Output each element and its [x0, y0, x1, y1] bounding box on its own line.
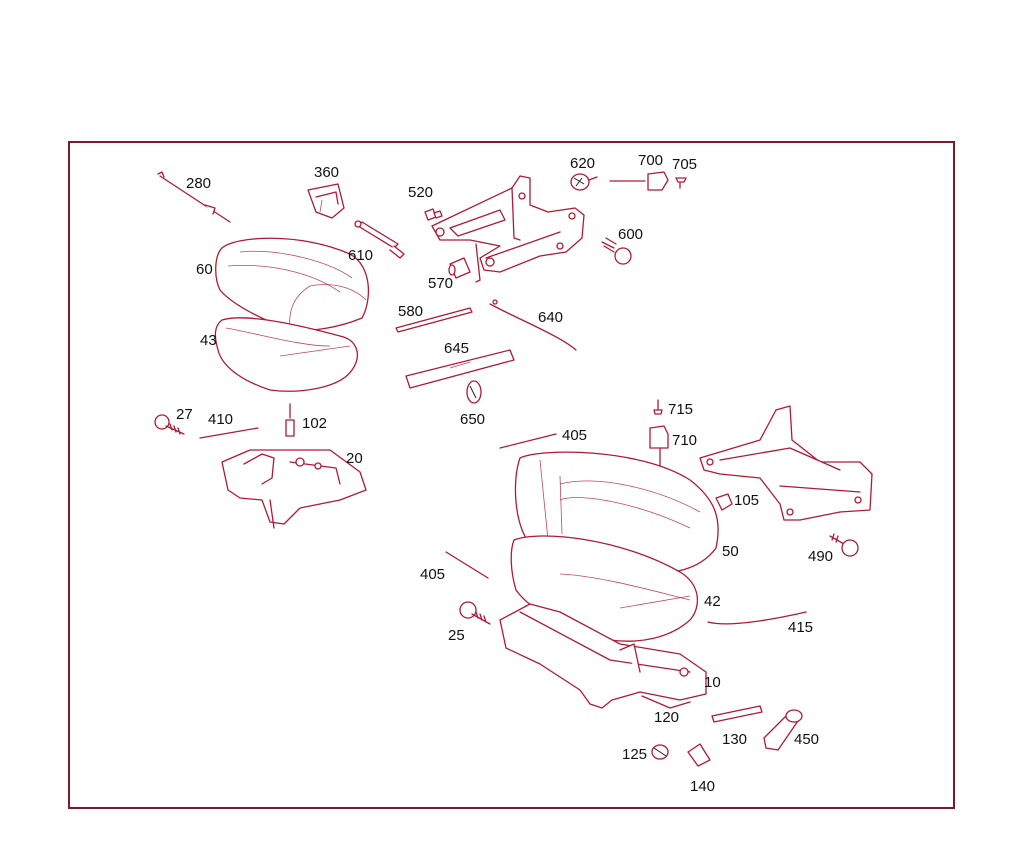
part-10-seat-frame: [499, 603, 707, 709]
label-140: 140: [690, 778, 715, 795]
part-105-clip: [715, 493, 733, 511]
part-610-strut: [354, 220, 405, 259]
label-405-upper: 405: [562, 427, 587, 444]
part-20-seat-frame: [221, 449, 367, 529]
part-405-wire-lower: [445, 551, 489, 579]
part-120-wire: [641, 695, 691, 709]
label-650: 650: [460, 411, 485, 428]
label-50: 50: [722, 543, 739, 560]
label-20: 20: [346, 450, 363, 467]
part-490-bolt: [829, 533, 859, 557]
part-43-seat-cushion: [214, 317, 358, 392]
part-520-pin: [424, 208, 443, 221]
part-right-frame: [699, 405, 873, 521]
label-105: 105: [734, 492, 759, 509]
part-410-wire: [199, 427, 259, 439]
label-102: 102: [302, 415, 327, 432]
label-43: 43: [200, 332, 217, 349]
part-140-clip: [687, 743, 711, 767]
part-570-bushing: [448, 257, 471, 279]
part-102-pin: [285, 403, 295, 437]
part-580-rod: [395, 307, 473, 333]
label-10: 10: [704, 674, 721, 691]
label-130: 130: [722, 731, 747, 748]
label-25: 25: [448, 627, 465, 644]
label-645: 645: [444, 340, 469, 357]
part-700-cap: [609, 171, 669, 191]
label-42: 42: [704, 593, 721, 610]
part-360-bracket: [307, 183, 345, 219]
label-570: 570: [428, 275, 453, 292]
label-490: 490: [808, 548, 833, 565]
part-60-backrest-cushion: [215, 237, 370, 332]
part-705-screw: [675, 177, 687, 189]
diagram-frame: [68, 141, 955, 809]
label-27: 27: [176, 406, 193, 423]
part-upper-frame: [431, 175, 585, 283]
label-520: 520: [408, 184, 433, 201]
part-645-strap: [405, 349, 515, 389]
part-640-cable: [489, 299, 577, 351]
label-705: 705: [672, 156, 697, 173]
label-710: 710: [672, 432, 697, 449]
label-415: 415: [788, 619, 813, 636]
label-60: 60: [196, 261, 213, 278]
part-125-clip: [651, 744, 669, 760]
label-600: 600: [618, 226, 643, 243]
part-620-recliner: [570, 173, 598, 191]
part-280-rod: [157, 171, 231, 223]
label-580: 580: [398, 303, 423, 320]
part-600-bolt: [601, 237, 632, 265]
label-640: 640: [538, 309, 563, 326]
label-360: 360: [314, 164, 339, 181]
part-450-handle: [763, 709, 803, 751]
part-405-wire-upper: [499, 433, 557, 449]
part-130-strip: [711, 705, 763, 723]
label-405-lower: 405: [420, 566, 445, 583]
part-650-knob: [466, 380, 482, 404]
part-415-wire: [707, 611, 807, 625]
label-610: 610: [348, 247, 373, 264]
part-25-bolt: [459, 601, 491, 625]
part-27-bolt: [154, 414, 185, 435]
part-715-screw: [653, 399, 663, 415]
label-120: 120: [654, 709, 679, 726]
label-620: 620: [570, 155, 595, 172]
label-715: 715: [668, 401, 693, 418]
label-280: 280: [186, 175, 211, 192]
label-410: 410: [208, 411, 233, 428]
label-700: 700: [638, 152, 663, 169]
label-125: 125: [622, 746, 647, 763]
label-450: 450: [794, 731, 819, 748]
